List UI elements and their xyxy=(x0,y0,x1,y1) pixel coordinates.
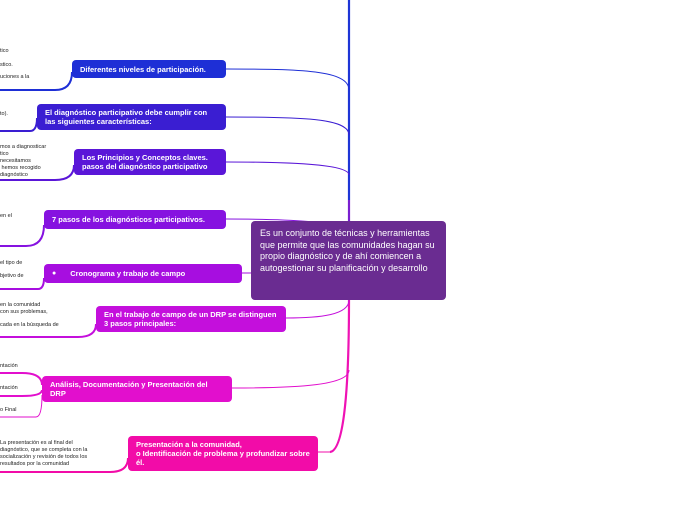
branch-niveles-participacion[interactable]: Diferentes niveles de participación. xyxy=(72,60,226,78)
leaf-text: tico xyxy=(0,48,9,54)
branch-label: 7 pasos de los diagnósticos participativ… xyxy=(52,215,205,224)
branch-label: En el trabajo de campo de un DRP se dist… xyxy=(104,310,277,328)
leaf-text: La presentación es al final del diagnóst… xyxy=(0,440,88,467)
leaf-text: ntación xyxy=(0,363,18,369)
central-topic[interactable]: Es un conjunto de técnicas y herramienta… xyxy=(251,221,446,300)
leaf-text: en la comunidad con sus problemas, xyxy=(0,302,48,315)
branch-caracteristicas[interactable]: El diagnóstico participativo debe cumpli… xyxy=(37,104,226,130)
bullet-icon: ● xyxy=(52,270,57,277)
branch-label: Diferentes niveles de participación. xyxy=(80,64,206,74)
leaf-text: to). xyxy=(0,111,8,117)
leaf-text: stico. xyxy=(0,62,13,68)
branch-analisis-documentacion[interactable]: Análisis, Documentación y Presentación d… xyxy=(42,376,232,402)
branch-label: Los Principios y Conceptos claves. pasos… xyxy=(82,153,208,171)
branch-trabajo-campo[interactable]: En el trabajo de campo de un DRP se dist… xyxy=(96,306,286,332)
leaf-text: o Final xyxy=(0,407,17,413)
branch-label: Presentación a la comunidad, o Identific… xyxy=(136,440,310,467)
leaf-text: en el xyxy=(0,213,12,219)
branch-principios-conceptos[interactable]: Los Principios y Conceptos claves. pasos… xyxy=(74,149,226,175)
branch-label: Análisis, Documentación y Presentación d… xyxy=(50,380,208,398)
leaf-text: mos a diagnosticar tico necesitamos hemo… xyxy=(0,144,47,178)
branch-presentacion-comunidad[interactable]: Presentación a la comunidad, o Identific… xyxy=(128,436,318,471)
leaf-text: cada en la búsqueda de xyxy=(0,322,59,328)
leaf-text: ntación xyxy=(0,385,18,391)
leaf-text: el tipo de xyxy=(0,260,23,266)
leaf-text: bjetivo de xyxy=(0,273,24,279)
leaf-text: uciones a la xyxy=(0,74,30,80)
branch-label: Cronograma y trabajo de campo xyxy=(70,269,186,278)
branch-cronograma[interactable]: ● Cronograma y trabajo de campo xyxy=(44,264,242,283)
central-topic-text: Es un conjunto de técnicas y herramienta… xyxy=(260,228,435,273)
branch-label: El diagnóstico participativo debe cumpli… xyxy=(45,108,208,126)
branch-7-pasos[interactable]: 7 pasos de los diagnósticos participativ… xyxy=(44,210,226,229)
